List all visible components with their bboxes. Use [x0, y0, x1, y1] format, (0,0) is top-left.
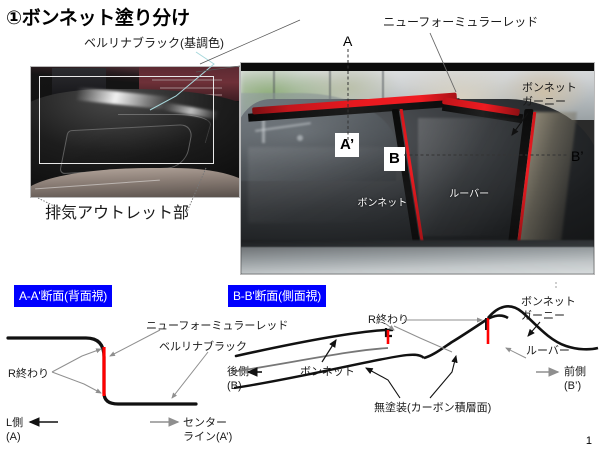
hood-rear-three-quarter-photo: ボンネット ルーバー: [240, 62, 595, 275]
label-unpainted-carbon: 無塗装(カーボン積層面): [374, 402, 492, 414]
photo-glass-reflection: [297, 134, 304, 141]
leader-bonnet-bb: [321, 338, 337, 363]
label-l-side-line2: (A): [6, 431, 21, 443]
photo-top-band: [241, 63, 594, 72]
hood-closeup-photo: [30, 66, 240, 198]
label-rear-side-line1: 後側: [227, 366, 249, 378]
leader-r-end-bottom: [51, 371, 102, 394]
label-exhaust-outlet: 排気アウトレット部: [45, 205, 190, 222]
label-center-line2: ライン(A’): [183, 431, 233, 443]
region-of-interest-box: [39, 76, 215, 165]
section-bonnet-rear-edge: [384, 328, 392, 338]
label-louver-section: ルーバー: [526, 345, 570, 357]
label-center-line1: センター: [183, 417, 227, 429]
section-header-bb: B-B'断面(側面視): [228, 285, 327, 307]
label-l-side-line1: L側: [6, 417, 24, 429]
section-mark-a-prime: A’: [335, 133, 360, 157]
photo-ground: [241, 246, 594, 274]
label-bonnet-garnish-line1: ボンネット: [522, 82, 577, 94]
leader-garnish-bb: [527, 321, 541, 337]
photo-label-bonnet: ボンネット: [357, 197, 408, 209]
section-mark-b: B: [384, 147, 405, 171]
label-front-side-line1: 前側: [564, 366, 586, 378]
leader-unpainted-carbon: [429, 354, 458, 399]
leader-new-formula-red-aa: [109, 329, 161, 357]
section-bonnet-upper: [234, 328, 394, 358]
label-rear-side-line2: (B): [227, 380, 242, 392]
section-mark-b-prime: B’: [571, 148, 584, 164]
label-new-formula-red: ニューフォーミュラーレッド: [383, 15, 539, 29]
leader-berlina-black-aa: [171, 351, 209, 399]
label-bonnet-garnish-section-line1: ボンネット: [521, 296, 576, 308]
photo-pole: [382, 69, 385, 118]
label-berlina-black-base: ベルリナブラック(基調色): [84, 36, 224, 50]
label-front-side-line2: (B’): [564, 380, 582, 392]
label-bonnet-garnish-section-line2: ガーニー: [521, 310, 565, 322]
photo-lower-shadow: [241, 240, 594, 251]
leader-louver-bb: [505, 347, 527, 359]
label-new-formula-red-section: ニューフォーミュラーレッド: [146, 320, 289, 332]
label-r-end-left: R終わり: [8, 368, 49, 380]
photo-hood-sheen: [248, 147, 411, 224]
label-bonnet-garnish-line2: ガーニー: [522, 96, 566, 108]
label-r-end-right: R終わり: [368, 314, 409, 326]
label-berlina-black-section: ベルリナブラック: [159, 341, 247, 353]
leader-unpainted-carbon: [365, 367, 401, 399]
photo-pole: [329, 65, 332, 118]
photo-glass-reflection: [262, 109, 266, 144]
leader-r-end-top: [51, 348, 102, 373]
label-bonnet-section: ボンネット: [300, 366, 355, 378]
leader-r-end-bb-mid: [393, 325, 453, 353]
photo-louver-sheen: [417, 117, 524, 237]
section-header-aa: A-A'断面(背面視): [14, 285, 113, 307]
section-louver-profile: [423, 314, 509, 360]
section-mark-a: A: [343, 33, 353, 49]
photo-label-louver: ルーバー: [449, 189, 490, 201]
page-title: ①ボンネット塗り分け: [6, 8, 190, 29]
page-number: 1: [585, 435, 592, 447]
